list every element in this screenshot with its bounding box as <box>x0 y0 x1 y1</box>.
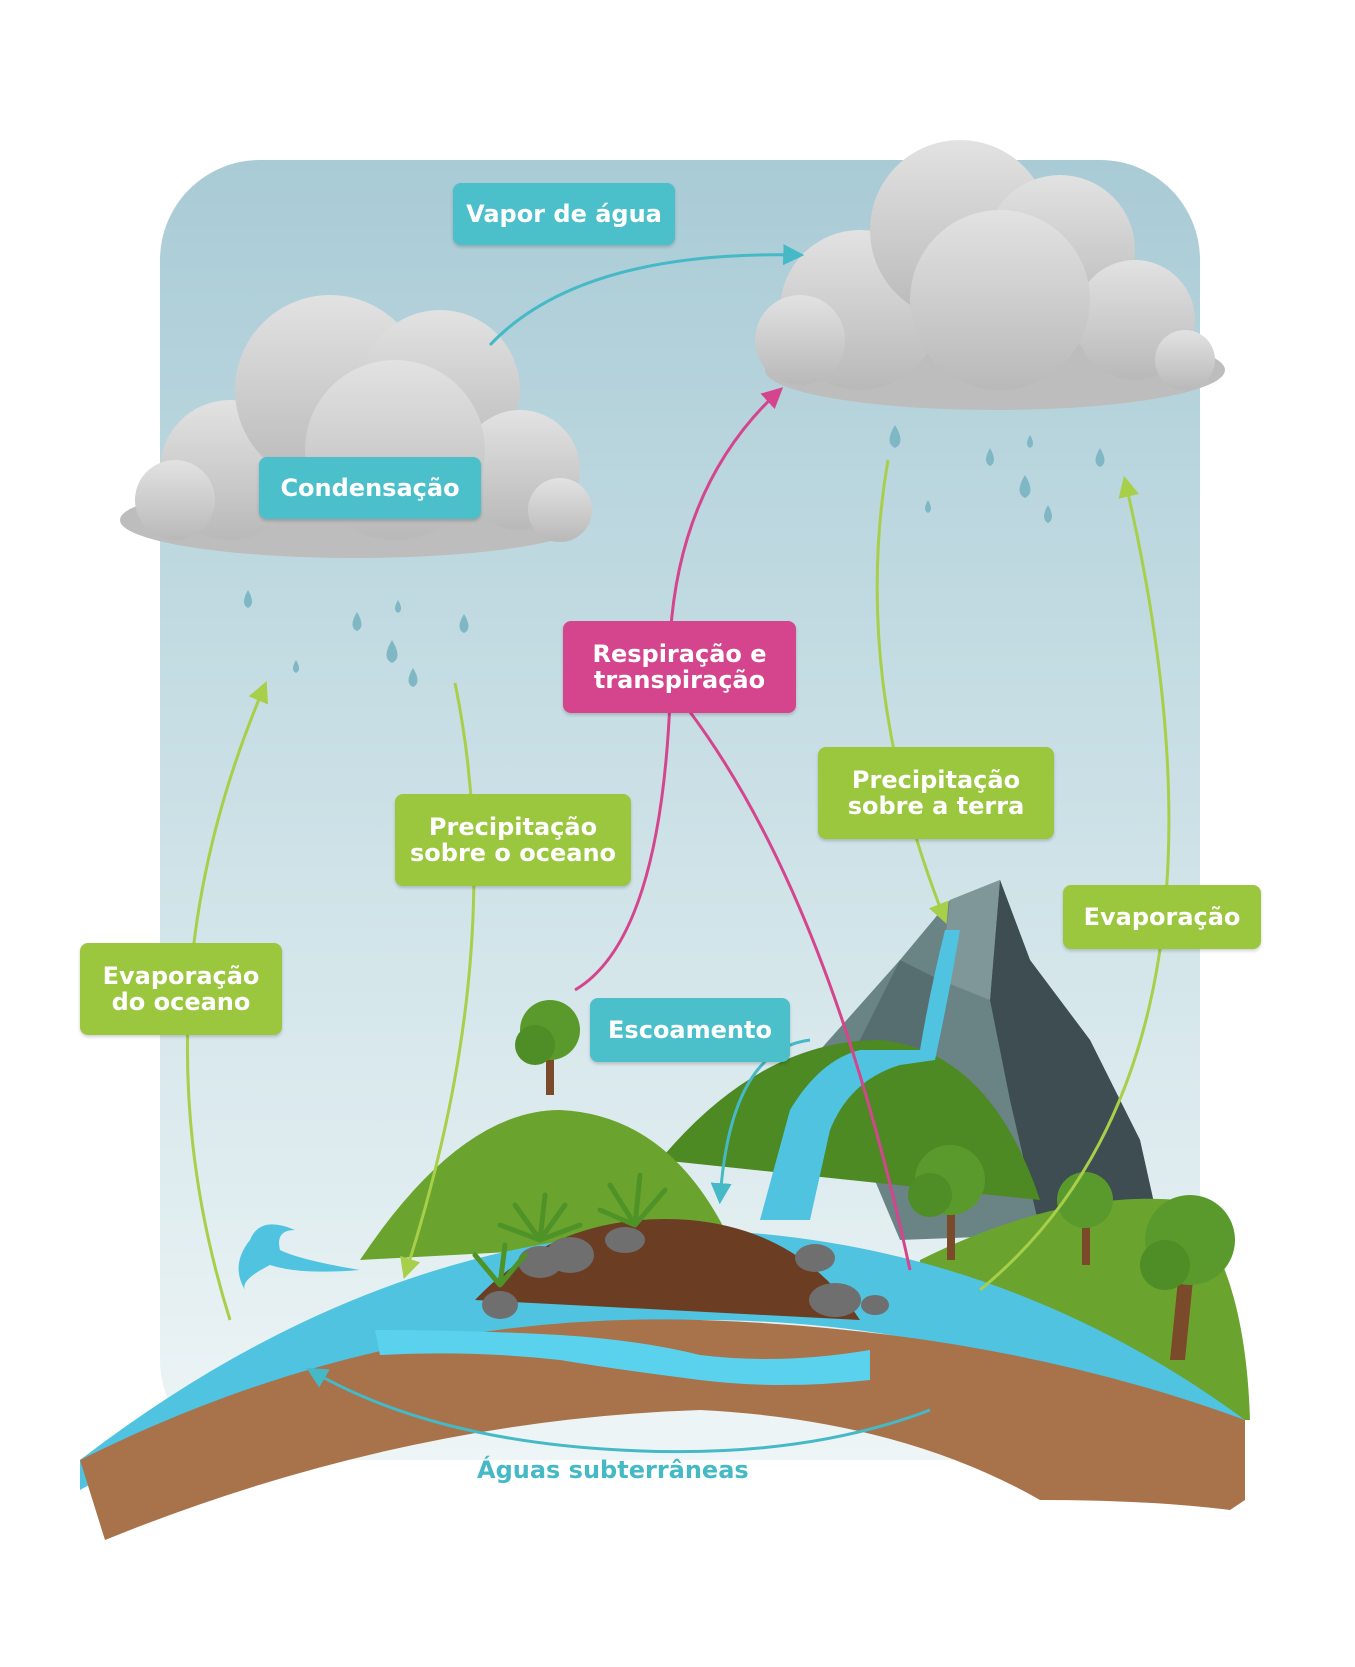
arrow-icon <box>400 682 476 1279</box>
arrow-icon <box>306 1367 931 1454</box>
cloud-icon <box>755 140 1225 410</box>
label-text: Evaporação <box>1083 903 1241 931</box>
label-text: sobre a terra <box>847 792 1025 820</box>
rock-icon <box>482 1227 889 1319</box>
label-text: Precipitação <box>428 813 598 841</box>
wave-icon <box>238 1224 360 1290</box>
label-condensacao: Condensação <box>259 457 481 519</box>
label-text: Águas subterrâneas <box>477 1456 749 1484</box>
tree-icon <box>515 1000 580 1095</box>
label-vapor-de-agua: Vapor de água <box>453 183 675 245</box>
underground-water <box>375 1330 870 1385</box>
tree-icon <box>908 1145 985 1260</box>
label-text: Vapor de água <box>466 200 662 228</box>
arrow-icon <box>710 1038 811 1205</box>
grass-tuft-icon <box>472 1172 668 1288</box>
label-evaporacao: Evaporação <box>1063 885 1261 949</box>
label-evaporacao-oceano: Evaporação do oceano <box>80 943 282 1035</box>
raindrop-icon <box>889 425 1105 523</box>
label-precipitacao-terra: Precipitação sobre a terra <box>818 747 1054 839</box>
label-text: Respiração e <box>592 640 767 668</box>
label-text: Evaporação <box>102 962 260 990</box>
soil-layer <box>80 1319 1245 1540</box>
label-text: transpiração <box>593 666 766 694</box>
arrow-icon <box>688 711 912 1271</box>
label-text: Escoamento <box>608 1016 772 1044</box>
arrow-icon <box>979 475 1171 1292</box>
label-respiracao-transpiracao: Respiração e transpiração <box>563 621 796 713</box>
label-text: Condensação <box>280 474 460 502</box>
ocean-water <box>80 1230 1245 1490</box>
label-aguas-subterraneas: Águas subterrâneas <box>477 1456 749 1484</box>
arrow-icon <box>488 244 805 347</box>
label-text: sobre o oceano <box>409 839 617 867</box>
raindrop-icon <box>244 590 469 687</box>
tree-icon <box>1057 1172 1113 1265</box>
label-text: do oceano <box>111 988 251 1016</box>
tree-icon <box>1140 1195 1235 1360</box>
label-precipitacao-oceano: Precipitação sobre o oceano <box>395 794 631 886</box>
label-escoamento: Escoamento <box>590 998 790 1062</box>
arrow-icon <box>875 459 949 924</box>
label-text: Precipitação <box>851 766 1021 794</box>
